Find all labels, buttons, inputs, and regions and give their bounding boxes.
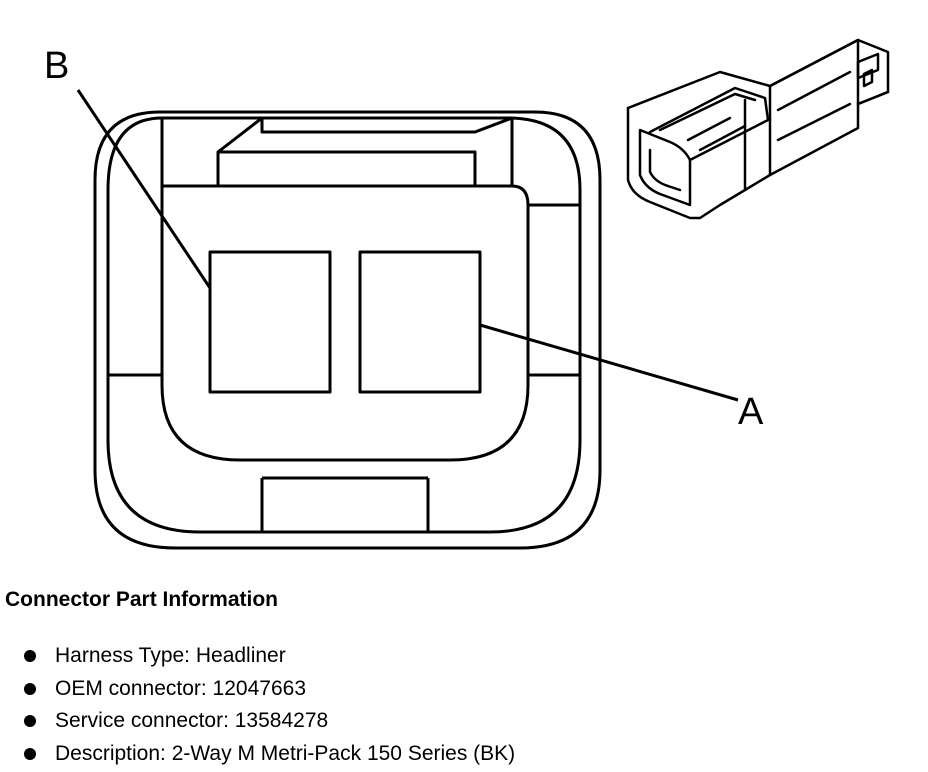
bullet-icon <box>24 682 36 695</box>
callout-a-label: A <box>738 391 764 433</box>
harness-type-text: Harness Type: Headliner <box>55 644 286 667</box>
callout-a-leader <box>479 323 739 402</box>
description-text: Description: 2-Way M Metri-Pack 150 Seri… <box>55 741 516 765</box>
connector-housing-outer <box>93 110 602 550</box>
callout-b-label: B <box>44 45 69 87</box>
connector-isometric-illustration <box>626 38 890 220</box>
cavity-b <box>208 250 332 394</box>
connector-face-diagram: B A <box>44 38 890 550</box>
service-connector-text: Service connector: 13584278 <box>55 709 329 732</box>
connector-part-info-title: Connector Part Information <box>5 588 279 611</box>
oem-connector-text: OEM connector: 12047663 <box>55 676 306 700</box>
callout-b-leader <box>76 89 212 289</box>
bullet-icon <box>24 715 36 727</box>
cavity-a <box>358 250 482 394</box>
bullet-icon <box>24 747 36 760</box>
bullet-icon <box>24 650 36 662</box>
terminal-block <box>160 184 530 462</box>
connector-housing-inner <box>106 116 582 534</box>
